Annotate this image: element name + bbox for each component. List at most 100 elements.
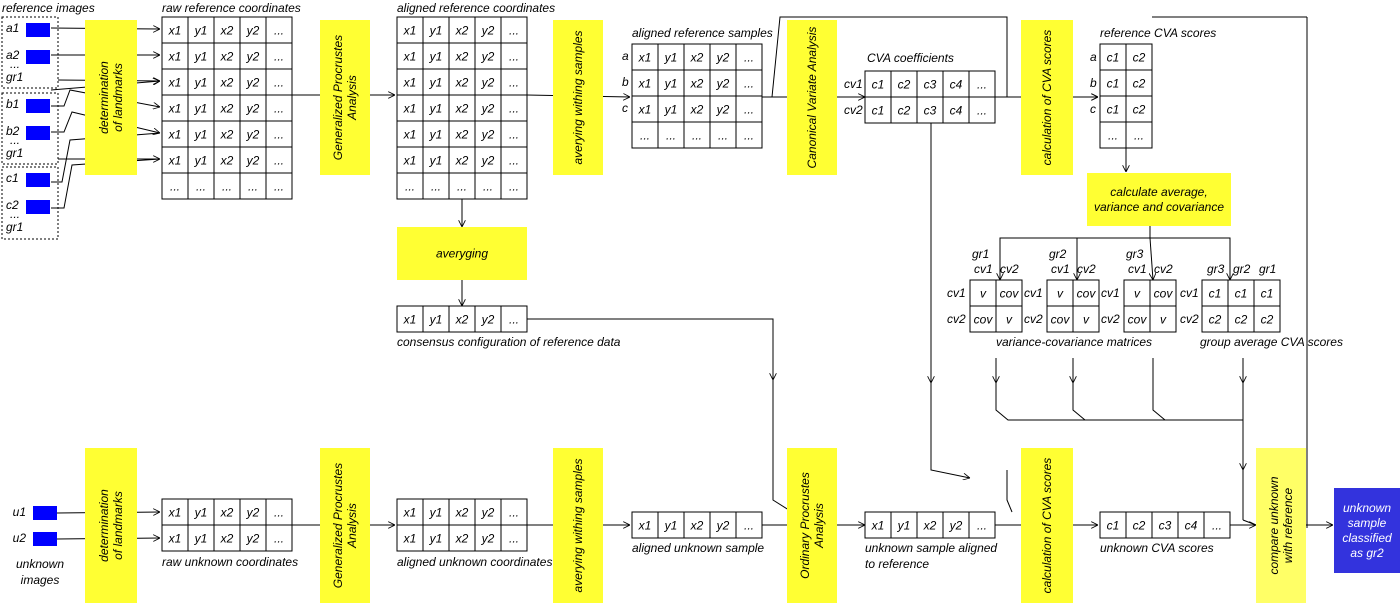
result-box-text: as gr2 [1350, 546, 1384, 560]
cva-coefficients-table-cell: c3 [924, 78, 937, 92]
raw-unknown-table-cell: x1 [168, 532, 182, 546]
averaging-ref-box: averying withing samples [553, 20, 603, 175]
aligned-reference-table-cell: ... [509, 102, 519, 116]
var-cov-col-label: cv2 [1000, 262, 1019, 276]
averaging-unk-box-bg [553, 448, 603, 603]
aligned-reference-table-cell: y2 [481, 50, 495, 64]
raw-reference-table-cell: y2 [246, 50, 260, 64]
unknown-images-label: unknown [16, 557, 64, 571]
var-cov-matrix-cell: v [1083, 313, 1090, 327]
calc-stats-box-bg [1087, 173, 1231, 226]
cva-box: Canonical Variate Analysis [787, 20, 837, 175]
calc-stats-box: calculate average,variance and covarianc… [1087, 173, 1231, 226]
cva-coefficients-table-cell: c4 [950, 78, 963, 92]
unknown-cva-scores-label: unknown CVA scores [1100, 541, 1214, 555]
result-box-text: sample [1348, 516, 1387, 530]
aligned-reference-samples-table-cell: x1 [638, 77, 652, 91]
calc-cva-ref-box-text: calculation of CVA scores [1040, 30, 1054, 166]
raw-reference-table-cell: x1 [168, 76, 182, 90]
reference-image-group-label: gr1 [6, 146, 23, 160]
raw-reference-table-cell: ... [274, 50, 284, 64]
aligned-reference-table-cell: y1 [429, 154, 443, 168]
var-cov-group-label: gr1 [972, 247, 989, 261]
aligned-reference-table-cell: x2 [455, 76, 469, 90]
aligned-reference-table-cell: ... [509, 24, 519, 38]
consensus-to-opa-arrow [527, 318, 773, 380]
reference-images-label: reference images [2, 1, 95, 15]
cva-coefficients-table-cell: c1 [872, 78, 885, 92]
unknown-image-id: u2 [13, 531, 27, 545]
reference-image-ellipsis: ... [10, 133, 20, 147]
consensus-averaging-box-text: averyging [436, 247, 488, 261]
cva-coefficients-table-cell: ... [977, 104, 987, 118]
aligned-reference-samples-table-cell: y2 [716, 77, 730, 91]
opa-box-text: Ordinary Procrustes [798, 472, 812, 579]
calc-cva-unk-box-bg [1021, 448, 1073, 603]
compare-box-text: compare unknown [1267, 476, 1281, 574]
raw-reference-table-cell: x2 [220, 102, 234, 116]
aligned-unknown-table-cell: y2 [481, 506, 495, 520]
aligned-reference-samples-label: aligned reference samples [632, 26, 773, 40]
cva-coefficients-table-cell: ... [977, 78, 987, 92]
raw-reference-table-cell: y2 [246, 154, 260, 168]
reference-image-group [1, 166, 59, 240]
averaging-ref-box-bg [553, 20, 603, 175]
raw-unknown-table-cell: x1 [168, 506, 182, 520]
consensus-configuration-label: consensus configuration of reference dat… [397, 335, 621, 349]
stats-to-cov2-arrow [1077, 237, 1150, 280]
raw-unknown-table-cell: ... [274, 532, 284, 546]
consensus-to-opa-line [772, 380, 793, 513]
raw-reference-table-cell: x2 [220, 76, 234, 90]
aligned-unknown-sample-table-cell: y2 [716, 519, 730, 533]
reference-image-id: c1 [6, 171, 19, 185]
aligned-reference-table-cell: ... [405, 180, 415, 194]
unknown-aligned-table-frame [864, 511, 996, 539]
reference-image-id: b1 [6, 97, 19, 111]
aligned-reference-table-cell: x2 [455, 102, 469, 116]
ref-score-row-label: b [1090, 76, 1097, 90]
group-average-table-cell: c1 [1235, 287, 1248, 301]
consensus-averaging-box-bg [397, 227, 527, 280]
reference-image-group-label: gr1 [6, 70, 23, 84]
unknown-aligned-table-cell: x2 [923, 519, 937, 533]
aligned-reference-samples-table-cell: y1 [664, 77, 678, 91]
raw-reference-table-cell: x2 [220, 50, 234, 64]
cva-coefficients-label: CVA coefficients [867, 51, 954, 65]
raw-reference-table-cell: y2 [246, 24, 260, 38]
gpa-unk-box-text: Generalized Procrustes [331, 463, 345, 588]
reference-cva-scores-table-cell: c2 [1133, 77, 1146, 91]
determination-landmarks-ref-box-bg [85, 20, 137, 175]
raw-reference-table-cell: ... [274, 102, 284, 116]
unknown-aligned-label: unknown sample aligned [865, 541, 997, 555]
unknown-aligned-table-cell: y2 [949, 519, 963, 533]
group-avg-col-label: gr1 [1259, 262, 1276, 276]
raw-reference-table-cell: y1 [194, 154, 208, 168]
reference-image-marker [26, 126, 50, 140]
cva-coefficients-table-cell: c1 [872, 104, 885, 118]
unknown-cva-scores-table-cell: c1 [1107, 519, 1120, 533]
raw-unknown-table-cell: y1 [194, 506, 208, 520]
raw-reference-table-cell: ... [222, 180, 232, 194]
aligned-reference-table-cell: x2 [455, 24, 469, 38]
aligned-reference-samples-table-cell: x2 [690, 51, 704, 65]
aligned-reference-table-cell: y2 [481, 128, 495, 142]
gpa-ref-box-text: Analysis [345, 75, 359, 121]
raw-reference-table-cell: x1 [168, 154, 182, 168]
raw-reference-table-cell: y1 [194, 102, 208, 116]
unknown-aligned-label: to reference [865, 557, 929, 571]
opa-box-bg [787, 448, 837, 603]
aligned-reference-table-cell: y1 [429, 76, 443, 90]
reference-cva-scores-table-cell: c1 [1107, 51, 1120, 65]
aligned-unknown-sample-table-cell: ... [744, 519, 754, 533]
raw-reference-table-cell: ... [274, 154, 284, 168]
labels: reference imagesa1a2...gr1b1b2...gr1c1c2… [2, 1, 1343, 587]
cva-coefficients-table-cell: c4 [950, 104, 963, 118]
aligned-reference-table-cell: y2 [481, 102, 495, 116]
aligned-reference-table-cell: x1 [403, 154, 417, 168]
